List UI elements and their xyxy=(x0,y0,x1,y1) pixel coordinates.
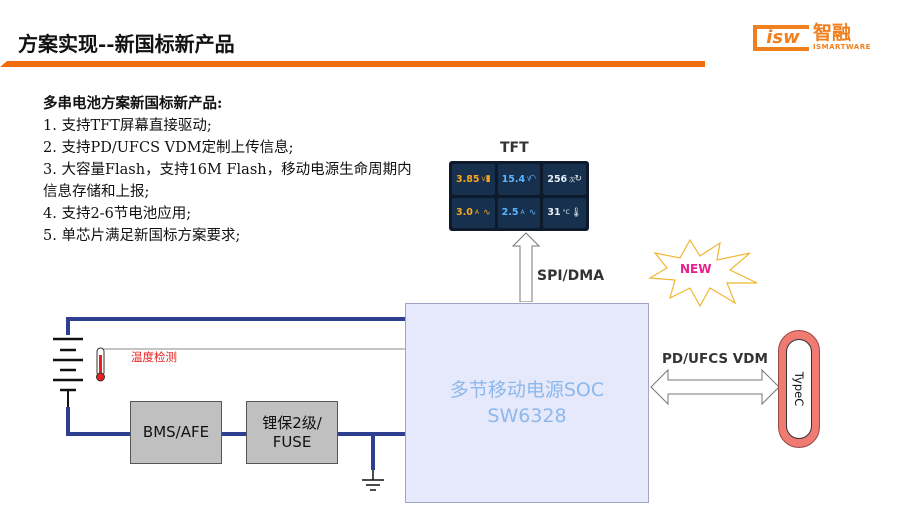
feature-item: 5. 单芯片满足新国标方案要求; xyxy=(43,228,241,244)
soc-name: 多节移动电源SOC xyxy=(449,379,605,401)
title-underline xyxy=(0,61,705,67)
positive-bus-wire xyxy=(66,317,405,335)
feature-list: 多串电池方案新国标新产品: 1. 支持TFT屏幕直接驱动; 2. 支持PD/UF… xyxy=(43,93,418,247)
temperature-sense-label: 温度检测 xyxy=(131,350,177,364)
fuse-block: 锂保2级/ FUSE xyxy=(246,401,338,464)
logo-english-name: ISMARTWARE xyxy=(813,43,871,51)
tft-tile-unit: V xyxy=(481,175,486,183)
feature-item: 3. 大容量Flash，支持16M Flash，移动电源生命周期内信息存储和上报… xyxy=(43,162,412,200)
tft-tile-icon: ◠ xyxy=(528,174,537,185)
tft-tile-icon: ↻ xyxy=(574,174,582,185)
tft-tile-value: 3.85 xyxy=(456,173,480,185)
page-title: 方案实现--新国标新产品 xyxy=(18,32,235,56)
company-logo: isw 智融 ISMARTWARE xyxy=(753,24,871,51)
spi-arrow xyxy=(512,232,540,302)
tft-tile: 31°C🌡 xyxy=(543,197,586,228)
tft-tile-unit: A xyxy=(520,209,525,217)
tft-tile-unit: 次 xyxy=(569,176,576,184)
new-badge-starburst xyxy=(648,238,758,308)
new-badge-text: NEW xyxy=(680,262,712,276)
battery-icon xyxy=(53,337,83,392)
typec-label: TypeC xyxy=(792,371,807,407)
feature-list-heading: 多串电池方案新国标新产品: xyxy=(43,95,223,112)
feature-item: 2. 支持PD/UFCS VDM定制上传信息; xyxy=(43,140,294,156)
logo-chinese-name: 智融 xyxy=(813,22,852,44)
feature-item: 1. 支持TFT屏幕直接驱动; xyxy=(43,118,212,134)
pd-ufcs-label: PD/UFCS VDM xyxy=(662,351,768,367)
tft-tile-value: 256 xyxy=(547,173,568,185)
tft-tile-unit: V xyxy=(527,175,532,183)
logo-mark: isw xyxy=(753,24,809,51)
soc-model: SW6328 xyxy=(487,405,567,427)
soc-block: 多节移动电源SOC SW6328 xyxy=(405,303,649,503)
tft-tile-icon: 🌡 xyxy=(570,207,582,218)
tft-tile-value: 15.4 xyxy=(501,173,526,185)
tft-tile-icon: ∿ xyxy=(528,207,537,218)
tft-tile-value: 31 xyxy=(547,207,561,219)
thermometer-icon xyxy=(96,347,105,382)
spi-dma-label: SPI/DMA xyxy=(537,268,605,284)
tft-tile-icon: ∿ xyxy=(483,207,491,218)
fuse-label-line2: FUSE xyxy=(272,432,312,451)
tft-tile-value: 3.0 xyxy=(456,207,473,219)
bms-afe-block: BMS/AFE xyxy=(130,401,222,464)
tft-tile-icon: ▮ xyxy=(485,174,491,185)
ground-icon xyxy=(362,470,384,491)
feature-item: 4. 支持2-6节电池应用; xyxy=(43,206,192,222)
pd-double-arrow xyxy=(650,368,780,406)
tft-label: TFT xyxy=(500,140,529,156)
fuse-label-line1: 锂保2级/ xyxy=(262,413,322,432)
tft-tile-value: 2.5 xyxy=(501,207,519,219)
typec-port: TypeC xyxy=(778,330,820,448)
tft-tile-unit: °C xyxy=(562,209,570,217)
tft-tile-unit: A xyxy=(474,209,479,217)
negative-bus-wire xyxy=(66,407,130,436)
